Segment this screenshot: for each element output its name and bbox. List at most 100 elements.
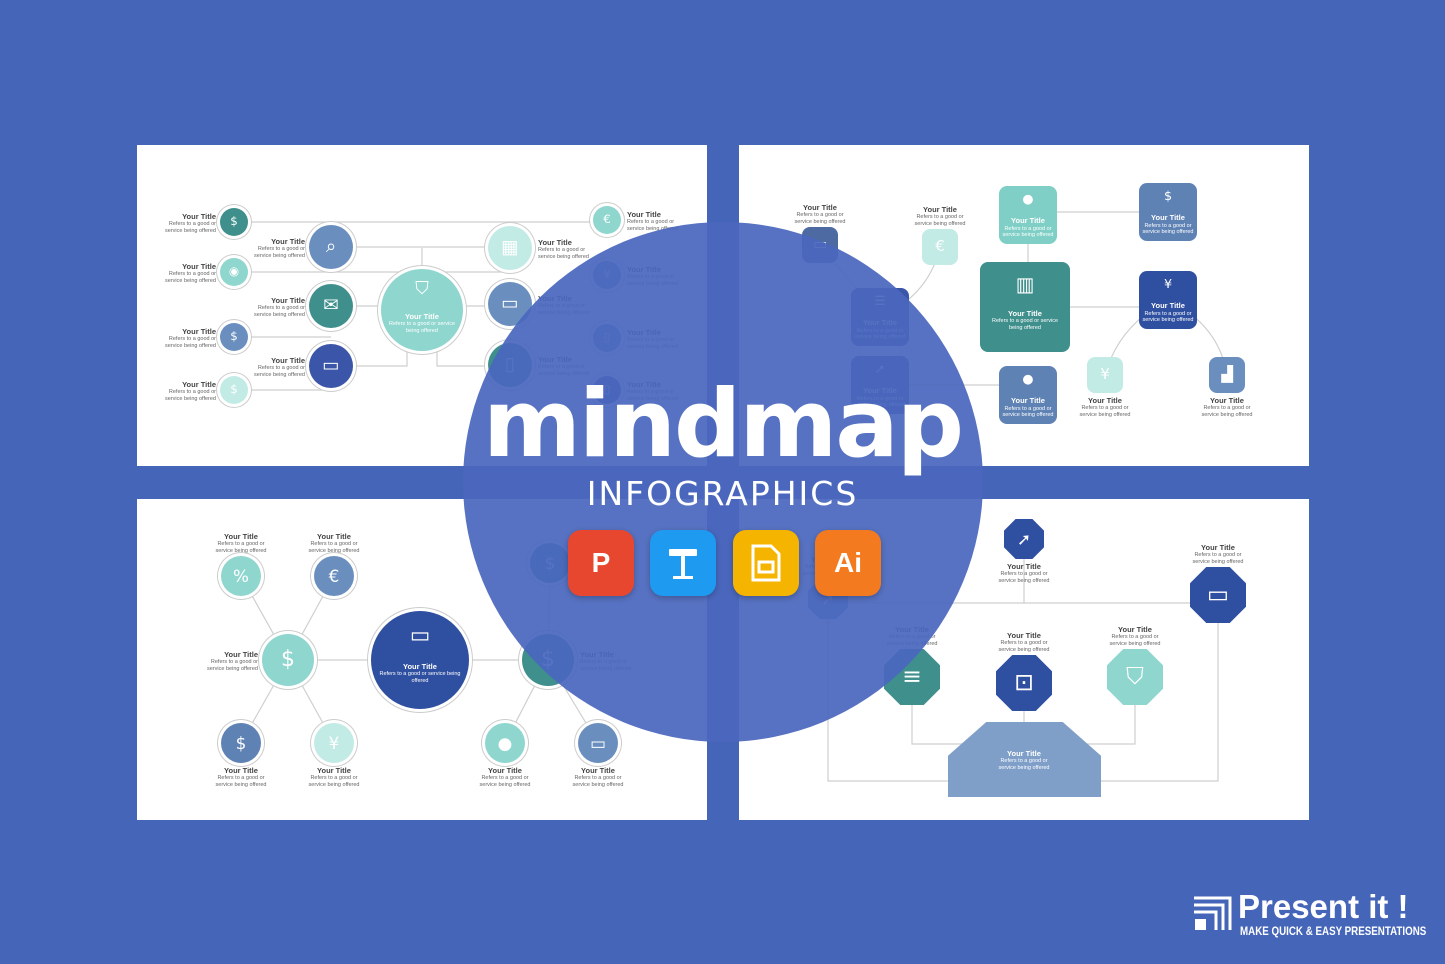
node-title: Your Title <box>224 650 258 659</box>
search-coin-icon: ⌕ <box>325 235 337 257</box>
piggy-bank-icon: ● <box>1022 372 1034 388</box>
node-title: Your Title <box>1007 631 1041 640</box>
mindmap-node[interactable]: ▭ <box>578 723 618 763</box>
phone-card-icon: ▭ <box>322 354 340 376</box>
mindmap-node[interactable]: ▦ <box>488 226 532 270</box>
mindmap-node[interactable]: ● <box>485 723 525 763</box>
camera-icon: ◉ <box>228 264 240 279</box>
mindmap-node[interactable]: € <box>314 556 354 596</box>
mindmap-node[interactable]: % <box>221 556 261 596</box>
slides-doc-icon <box>751 544 781 582</box>
node-title: Your Title <box>1008 308 1042 318</box>
node-desc: Refers to a good or service being offere… <box>1201 405 1253 419</box>
node-title: Your Title <box>1118 625 1152 634</box>
mindmap-node[interactable]: ● <box>999 366 1057 424</box>
node-desc: Refers to a good or service being offere… <box>165 336 216 350</box>
shield-lock-icon: ⛉ <box>1126 662 1144 691</box>
node-desc: Refers to a good or service being offere… <box>379 671 461 685</box>
mindmap-node[interactable]: ▭ <box>309 344 353 388</box>
mindmap-node[interactable]: ▭ <box>488 282 532 326</box>
mindmap-node[interactable]: ◉ <box>220 258 248 286</box>
node-desc: Refers to a good or service being offere… <box>215 541 267 555</box>
node-desc: Refers to a good or service being offere… <box>215 775 267 789</box>
mindmap-node[interactable]: ⌕ <box>309 225 353 269</box>
node-title: Your Title <box>488 766 522 775</box>
mindmap-node[interactable]: $ <box>220 323 248 351</box>
node-desc: Refers to a good or service being offere… <box>538 247 589 261</box>
mindmap-node[interactable]: $ <box>220 208 248 236</box>
keynote-icon <box>650 530 716 596</box>
node-desc: Refers to a good or service being offere… <box>572 775 624 789</box>
mindmap-node[interactable]: ▭ <box>1190 567 1246 623</box>
mindmap-node[interactable]: ● <box>999 186 1057 244</box>
mindmap-node[interactable]: ▟ <box>1209 357 1245 393</box>
dollar-icon: $ <box>235 732 247 753</box>
mindmap-node[interactable]: ⊡ <box>996 655 1052 711</box>
mindmap-node[interactable]: € <box>922 229 958 265</box>
node-desc: Refers to a good or service being offere… <box>165 221 216 235</box>
node-desc: Refers to a good or service being offere… <box>1142 222 1194 236</box>
node-title: Your Title <box>1088 396 1122 405</box>
mindmap-node[interactable]: ✉ <box>309 284 353 328</box>
node-desc: Refers to a good or service being offere… <box>998 640 1050 654</box>
piggy-bank-icon: ● <box>497 732 513 753</box>
mindmap-node[interactable]: ¥ <box>1139 271 1197 329</box>
mindmap-node[interactable]: € <box>593 206 621 234</box>
illustrator-label: Ai <box>834 547 862 578</box>
node-desc: Refers to a good or service being offere… <box>627 219 678 233</box>
mindmap-node[interactable]: $ <box>1139 183 1197 241</box>
mindmap-node[interactable]: ▥ <box>980 262 1070 352</box>
mindmap-node[interactable]: $ <box>220 376 248 404</box>
dollar-coin-icon: $ <box>281 647 295 673</box>
mindmap-node[interactable]: ¥ <box>314 723 354 763</box>
mindmap-node[interactable]: ¥ <box>1087 357 1123 393</box>
coins-icon: ≡ <box>902 662 922 691</box>
illustrator-icon: Ai <box>815 530 881 596</box>
node-title: Your Title <box>182 327 216 336</box>
node-title: Your Title <box>317 532 351 541</box>
node-desc: Refers to a good or service being offere… <box>1079 405 1131 419</box>
connector-lines <box>248 221 607 391</box>
base-trapezoid <box>948 722 1101 797</box>
yen-coin-icon: ¥ <box>1100 365 1110 384</box>
mindmap-node[interactable]: $ <box>221 723 261 763</box>
binders-icon: ▥ <box>1015 272 1035 296</box>
node-title: Your Title <box>627 210 661 219</box>
line-chart-icon: ➚ <box>1016 528 1032 549</box>
mindmap-node[interactable]: $ <box>262 634 314 686</box>
node-desc: Refers to a good or service being offere… <box>1142 310 1194 324</box>
node-desc: Refers to a good or service being offere… <box>254 365 305 379</box>
mindmap-node[interactable]: ▭ <box>371 611 469 709</box>
piggy-bank-icon: ● <box>1022 192 1034 208</box>
node-title: Your Title <box>317 766 351 775</box>
brand-logo: Present it ! MAKE QUICK & EASY PRESENTAT… <box>1192 888 1432 940</box>
node-title: Your Title <box>182 380 216 389</box>
node-title: Your Title <box>923 205 957 214</box>
mindmap-node[interactable]: ⛉ <box>1107 649 1163 705</box>
brand-mark-icon <box>1194 896 1232 930</box>
mindmap-node[interactable]: ⛉ <box>381 269 463 351</box>
mindmap-node[interactable]: ➚ <box>1004 519 1044 559</box>
coins-dollar-icon: $ <box>1163 189 1173 205</box>
laptop-shield-icon: ▭ <box>1206 580 1230 609</box>
node-title: Your Title <box>182 212 216 221</box>
brand-name: Present it ! <box>1238 888 1409 925</box>
node-title: Your Title <box>271 296 305 305</box>
node-desc: Refers to a good or service being offere… <box>207 659 258 673</box>
shield-cart-icon: ⛉ <box>415 278 429 300</box>
euro-coin-icon: € <box>935 237 945 256</box>
